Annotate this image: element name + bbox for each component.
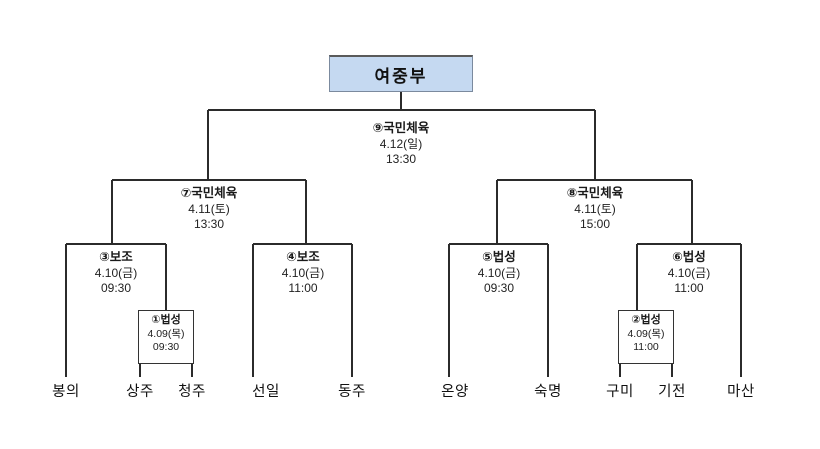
match-2-label: ②법성 xyxy=(631,314,661,326)
match-5-time: 09:30 xyxy=(483,281,515,296)
match-5-date: 4.10(금) xyxy=(477,265,521,280)
match-2-date: 4.09(목) xyxy=(627,327,665,340)
match-9-date: 4.12(일) xyxy=(379,136,423,151)
page-title: 여중부 xyxy=(329,55,473,92)
team-label-sukmyung[interactable]: 숙명 xyxy=(534,384,562,400)
match-node-3[interactable]: ③보조 4.10(금) 09:30 xyxy=(61,249,171,297)
team-label-seonil[interactable]: 선일 xyxy=(252,384,280,400)
match-1-date: 4.09(목) xyxy=(147,327,185,340)
team-label-gumi[interactable]: 구미 xyxy=(606,384,634,400)
match-6-time: 11:00 xyxy=(674,281,704,296)
match-3-date: 4.10(금) xyxy=(94,265,138,280)
team-label-dongju[interactable]: 동주 xyxy=(338,384,366,400)
team-label-cheongju[interactable]: 청주 xyxy=(178,384,206,400)
match-node-9[interactable]: ⑨국민체육 4.12(일) 13:30 xyxy=(336,120,466,168)
team-label-masan[interactable]: 마산 xyxy=(727,384,755,400)
match-8-label: ⑧국민체육 xyxy=(566,186,624,200)
match-1-time: 09:30 xyxy=(152,340,180,353)
team-label-onyang[interactable]: 온양 xyxy=(441,384,469,400)
match-7-date: 4.11(토) xyxy=(188,201,230,216)
match-node-5[interactable]: ⑤법성 4.10(금) 09:30 xyxy=(444,249,554,297)
match-2-time: 11:00 xyxy=(633,340,659,353)
match-node-2[interactable]: ②법성 4.09(목) 11:00 xyxy=(618,310,674,364)
team-label-bongui[interactable]: 봉의 xyxy=(52,384,80,400)
match-4-date: 4.10(금) xyxy=(281,265,325,280)
match-3-time: 09:30 xyxy=(100,281,132,296)
match-3-label: ③보조 xyxy=(99,250,133,264)
match-6-date: 4.10(금) xyxy=(667,265,711,280)
match-7-time: 13:30 xyxy=(193,217,225,232)
match-node-6[interactable]: ⑥법성 4.10(금) 11:00 xyxy=(634,249,744,297)
match-4-time: 11:00 xyxy=(288,281,318,296)
match-4-label: ④보조 xyxy=(286,250,320,264)
team-label-gijeon[interactable]: 기전 xyxy=(658,384,686,400)
match-8-date: 4.11(토) xyxy=(574,201,616,216)
match-7-label: ⑦국민체육 xyxy=(180,186,238,200)
match-6-label: ⑥법성 xyxy=(672,250,706,264)
match-8-time: 15:00 xyxy=(579,217,611,232)
match-1-label: ①법성 xyxy=(151,314,181,326)
team-label-sangju[interactable]: 상주 xyxy=(126,384,154,400)
title-text: 여중부 xyxy=(374,66,428,86)
match-5-label: ⑤법성 xyxy=(482,250,516,264)
match-node-1[interactable]: ①법성 4.09(목) 09:30 xyxy=(138,310,194,364)
match-9-label: ⑨국민체육 xyxy=(372,121,430,135)
match-node-8[interactable]: ⑧국민체육 4.11(토) 15:00 xyxy=(530,185,660,233)
match-node-7[interactable]: ⑦국민체육 4.11(토) 13:30 xyxy=(144,185,274,233)
match-9-time: 13:30 xyxy=(385,152,417,167)
match-node-4[interactable]: ④보조 4.10(금) 11:00 xyxy=(248,249,358,297)
